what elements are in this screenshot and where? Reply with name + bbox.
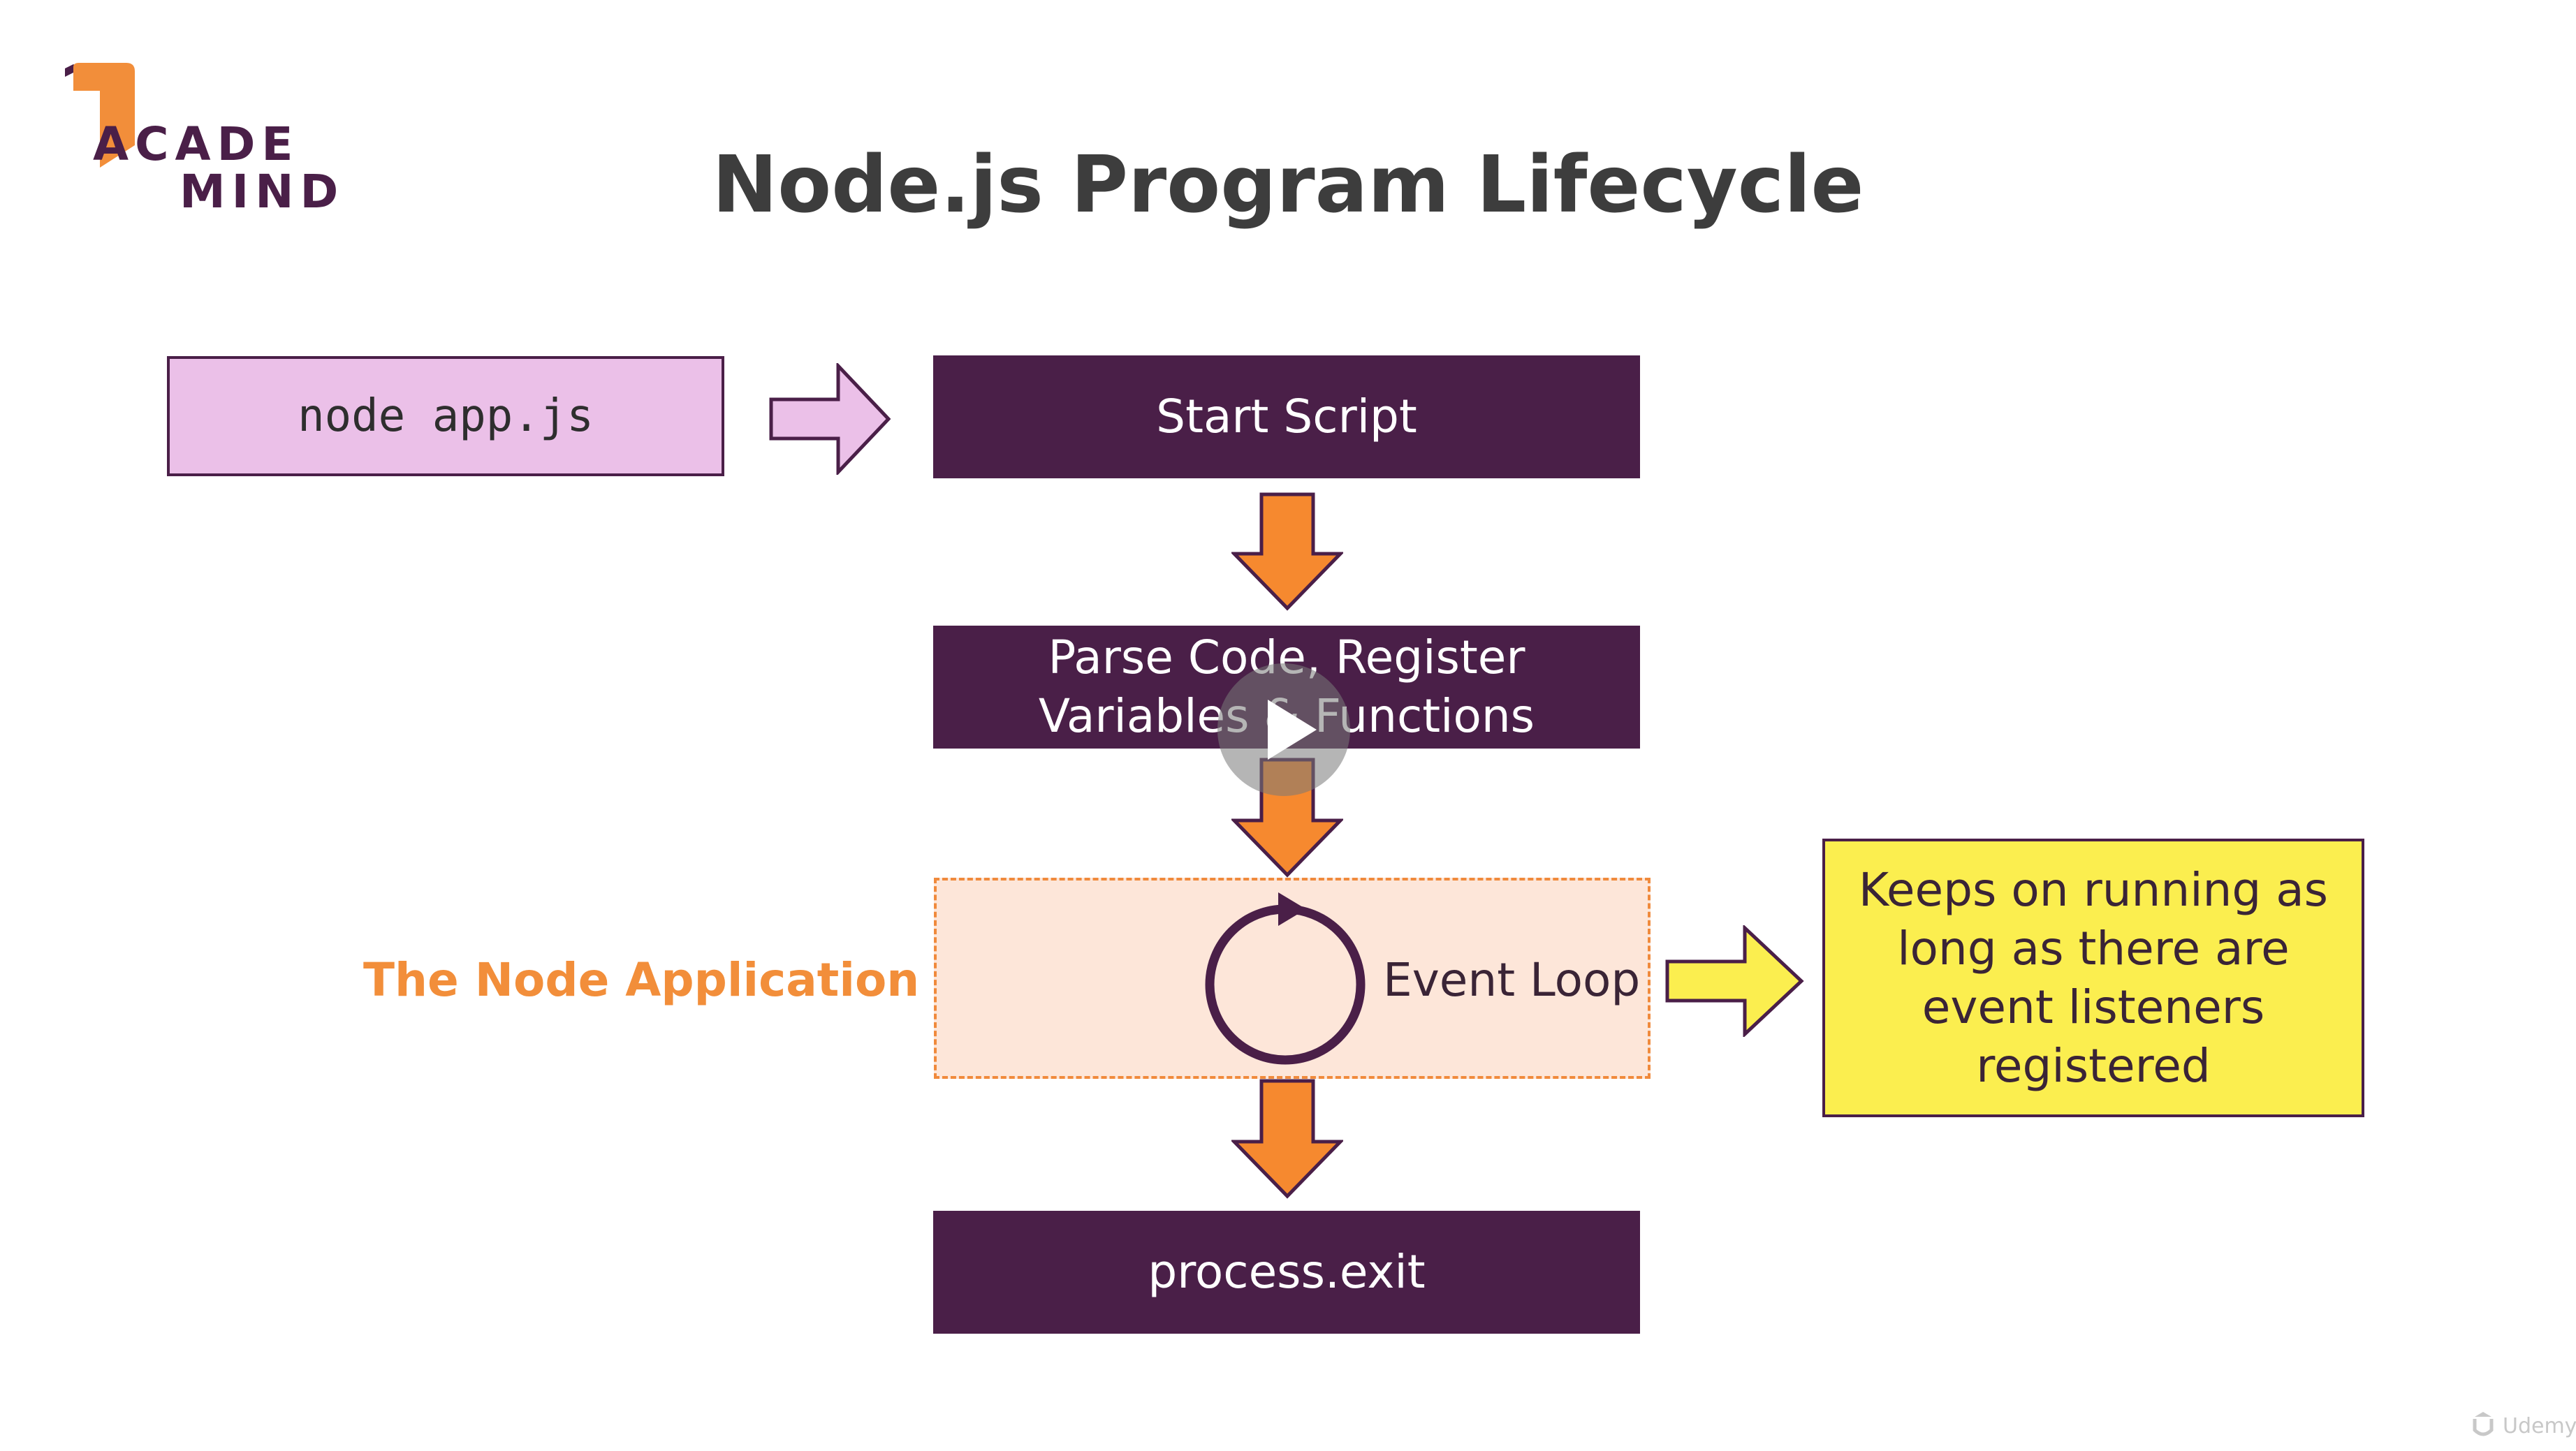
udemy-watermark-text: Udemy: [2503, 1413, 2576, 1438]
arrow-down-icon: [1231, 492, 1343, 611]
udemy-logo: [2473, 1412, 2494, 1436]
node-application-label: The Node Application: [363, 953, 920, 1007]
logo-text-mind: MIND: [180, 165, 345, 219]
note-line2: long as there are: [1897, 921, 2290, 975]
play-button[interactable]: [1217, 663, 1350, 796]
process-exit-step: process.exit: [933, 1211, 1640, 1334]
command-text: node app.js: [298, 390, 594, 442]
udemy-watermark: Udemy: [2469, 1412, 2576, 1440]
play-icon: [1268, 700, 1317, 760]
arrow-down-icon: [1231, 1079, 1343, 1199]
arrow-right-icon: [769, 363, 891, 475]
process-exit-label: process.exit: [1148, 1245, 1426, 1299]
academind-logo: ACADE MIND: [59, 63, 338, 223]
logo-text-acade: ACADE: [93, 117, 300, 171]
loop-icon: [1205, 892, 1366, 1065]
event-loop-label: Event Loop: [1383, 953, 1641, 1007]
arrow-right-icon: [1665, 925, 1804, 1037]
start-script-label: Start Script: [1156, 390, 1417, 443]
academind-logo-mark: [65, 63, 135, 168]
command-box: node app.js: [167, 356, 724, 476]
slide-title: Node.js Program Lifecycle: [712, 140, 1864, 230]
note-line1: Keeps on running as: [1858, 862, 2329, 917]
note-line3: event listeners: [1922, 980, 2265, 1034]
start-script-step: Start Script: [933, 355, 1640, 478]
note-line4: registered: [1976, 1038, 2211, 1093]
event-loop-note: Keeps on running as long as there are ev…: [1822, 839, 2364, 1117]
